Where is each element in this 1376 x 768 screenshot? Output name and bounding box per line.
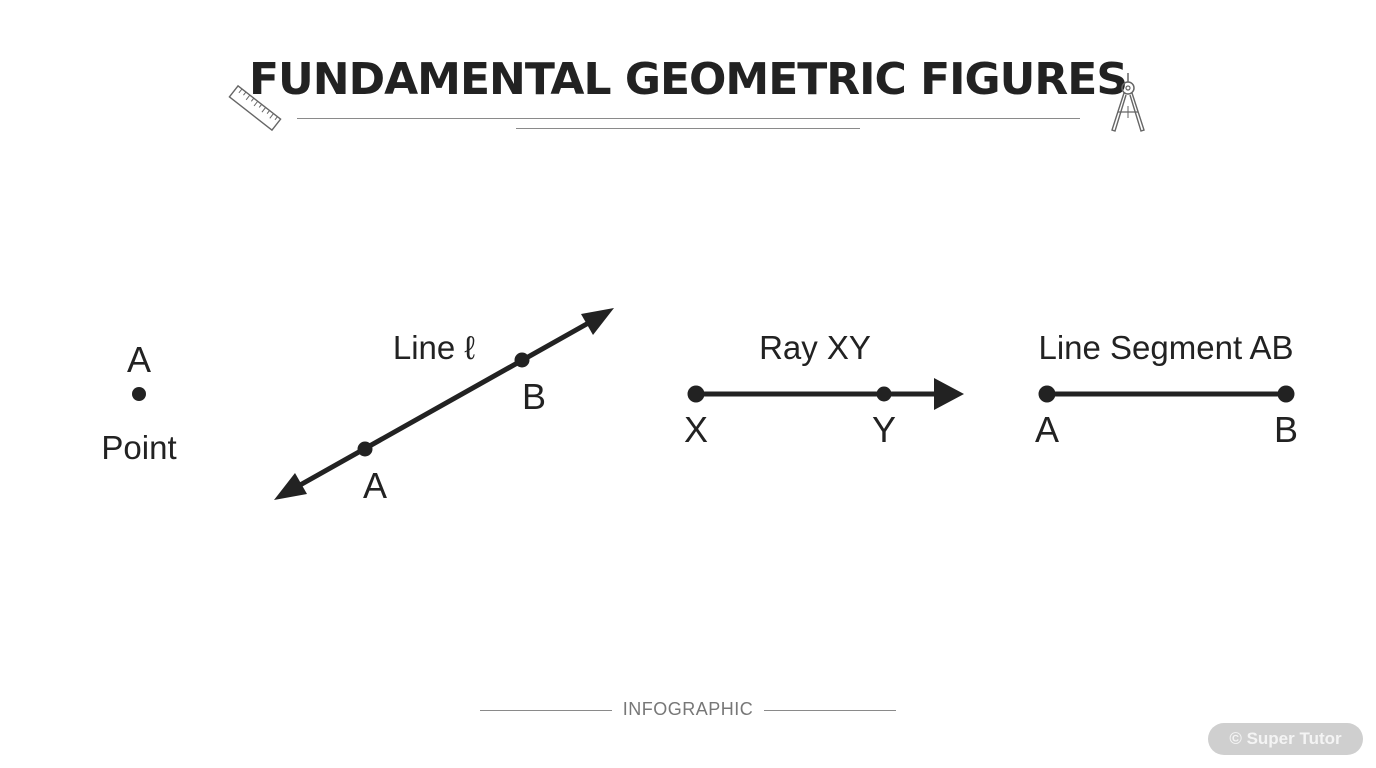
line-caption: Line ℓ xyxy=(393,329,476,366)
segment-endpoint-b-dot xyxy=(1277,385,1295,403)
ruler-icon xyxy=(228,84,282,132)
footer-rule-right xyxy=(764,710,896,711)
watermark-badge: © Super Tutor xyxy=(1208,723,1363,755)
ray-point-y-dot xyxy=(876,386,892,402)
title-underline-short xyxy=(516,128,860,129)
line-l-arrowhead-upper xyxy=(581,308,614,335)
point-a-dot xyxy=(132,387,146,401)
segment-endpoint-b-label: B xyxy=(1274,409,1298,450)
title-underline-long xyxy=(297,118,1080,119)
ray-endpoint-x-label: X xyxy=(684,409,708,450)
segment-endpoint-a-label: A xyxy=(1035,409,1059,450)
segment-figure: Line Segment AB A B xyxy=(1035,329,1298,450)
page-title: FUNDAMENTAL GEOMETRIC FIGURES xyxy=(248,54,1128,105)
ray-endpoint-x-dot xyxy=(687,385,705,403)
footer-rule-left xyxy=(480,710,612,711)
ray-point-y-label: Y xyxy=(872,409,896,450)
ray-caption: Ray XY xyxy=(759,329,871,366)
line-point-b-label: B xyxy=(522,376,546,417)
line-figure: Line ℓ A B xyxy=(274,308,614,506)
ray-arrowhead xyxy=(934,378,964,410)
point-figure: A Point xyxy=(101,339,176,466)
line-point-a-label: A xyxy=(363,465,387,506)
line-l-arrowhead-lower xyxy=(274,473,307,500)
segment-caption: Line Segment AB xyxy=(1038,329,1293,366)
line-l-stroke xyxy=(290,318,595,492)
point-caption: Point xyxy=(101,429,176,466)
compass-icon xyxy=(1111,73,1145,132)
segment-endpoint-a-dot xyxy=(1038,385,1056,403)
line-point-b-dot xyxy=(514,352,530,368)
point-a-label: A xyxy=(127,339,151,380)
line-point-a-dot xyxy=(357,441,373,457)
ray-figure: Ray XY X Y xyxy=(684,329,964,450)
footer-label: INFOGRAPHIC xyxy=(622,699,754,719)
